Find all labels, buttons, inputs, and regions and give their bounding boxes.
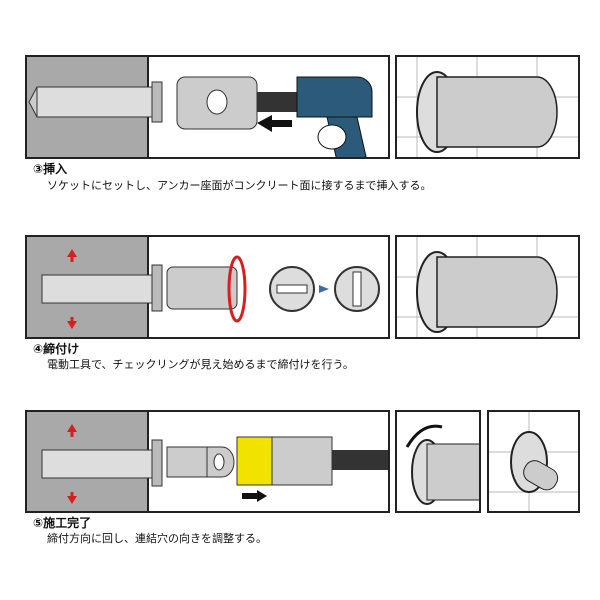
rotate-arrow-icon <box>227 255 247 323</box>
arrow-right-icon <box>257 490 267 502</box>
step4-detail-illustration <box>395 235 580 339</box>
rotate-arrow-icon <box>405 424 443 448</box>
arrow-left-icon <box>257 115 292 132</box>
step5-detail-finished <box>487 410 580 513</box>
socket-yellow <box>236 436 273 486</box>
step5-description: 締付方向に回し、連結穴の向きを調整する。 <box>47 532 267 545</box>
step5-detail-rotate <box>395 410 481 513</box>
step4-title: ④締付け <box>33 342 80 356</box>
step5-title: ⑤施工完了 <box>33 516 92 530</box>
step4-main-illustration <box>25 235 390 339</box>
step3-main-illustration <box>25 55 390 159</box>
step3-title: ③挿入 <box>33 162 68 176</box>
step4-description: 電動工具で、チェックリングが見え始めるまで締付けを行う。 <box>47 358 354 371</box>
arrow-right-icon <box>319 285 329 293</box>
step3-description: ソケットにセットし、アンカー座面がコンクリート面に接するまで挿入する。 <box>47 179 432 192</box>
anchor-bolt <box>36 86 153 118</box>
drill-icon <box>296 76 373 118</box>
step5-main-illustration <box>25 410 390 513</box>
step3-detail-illustration <box>395 55 580 159</box>
